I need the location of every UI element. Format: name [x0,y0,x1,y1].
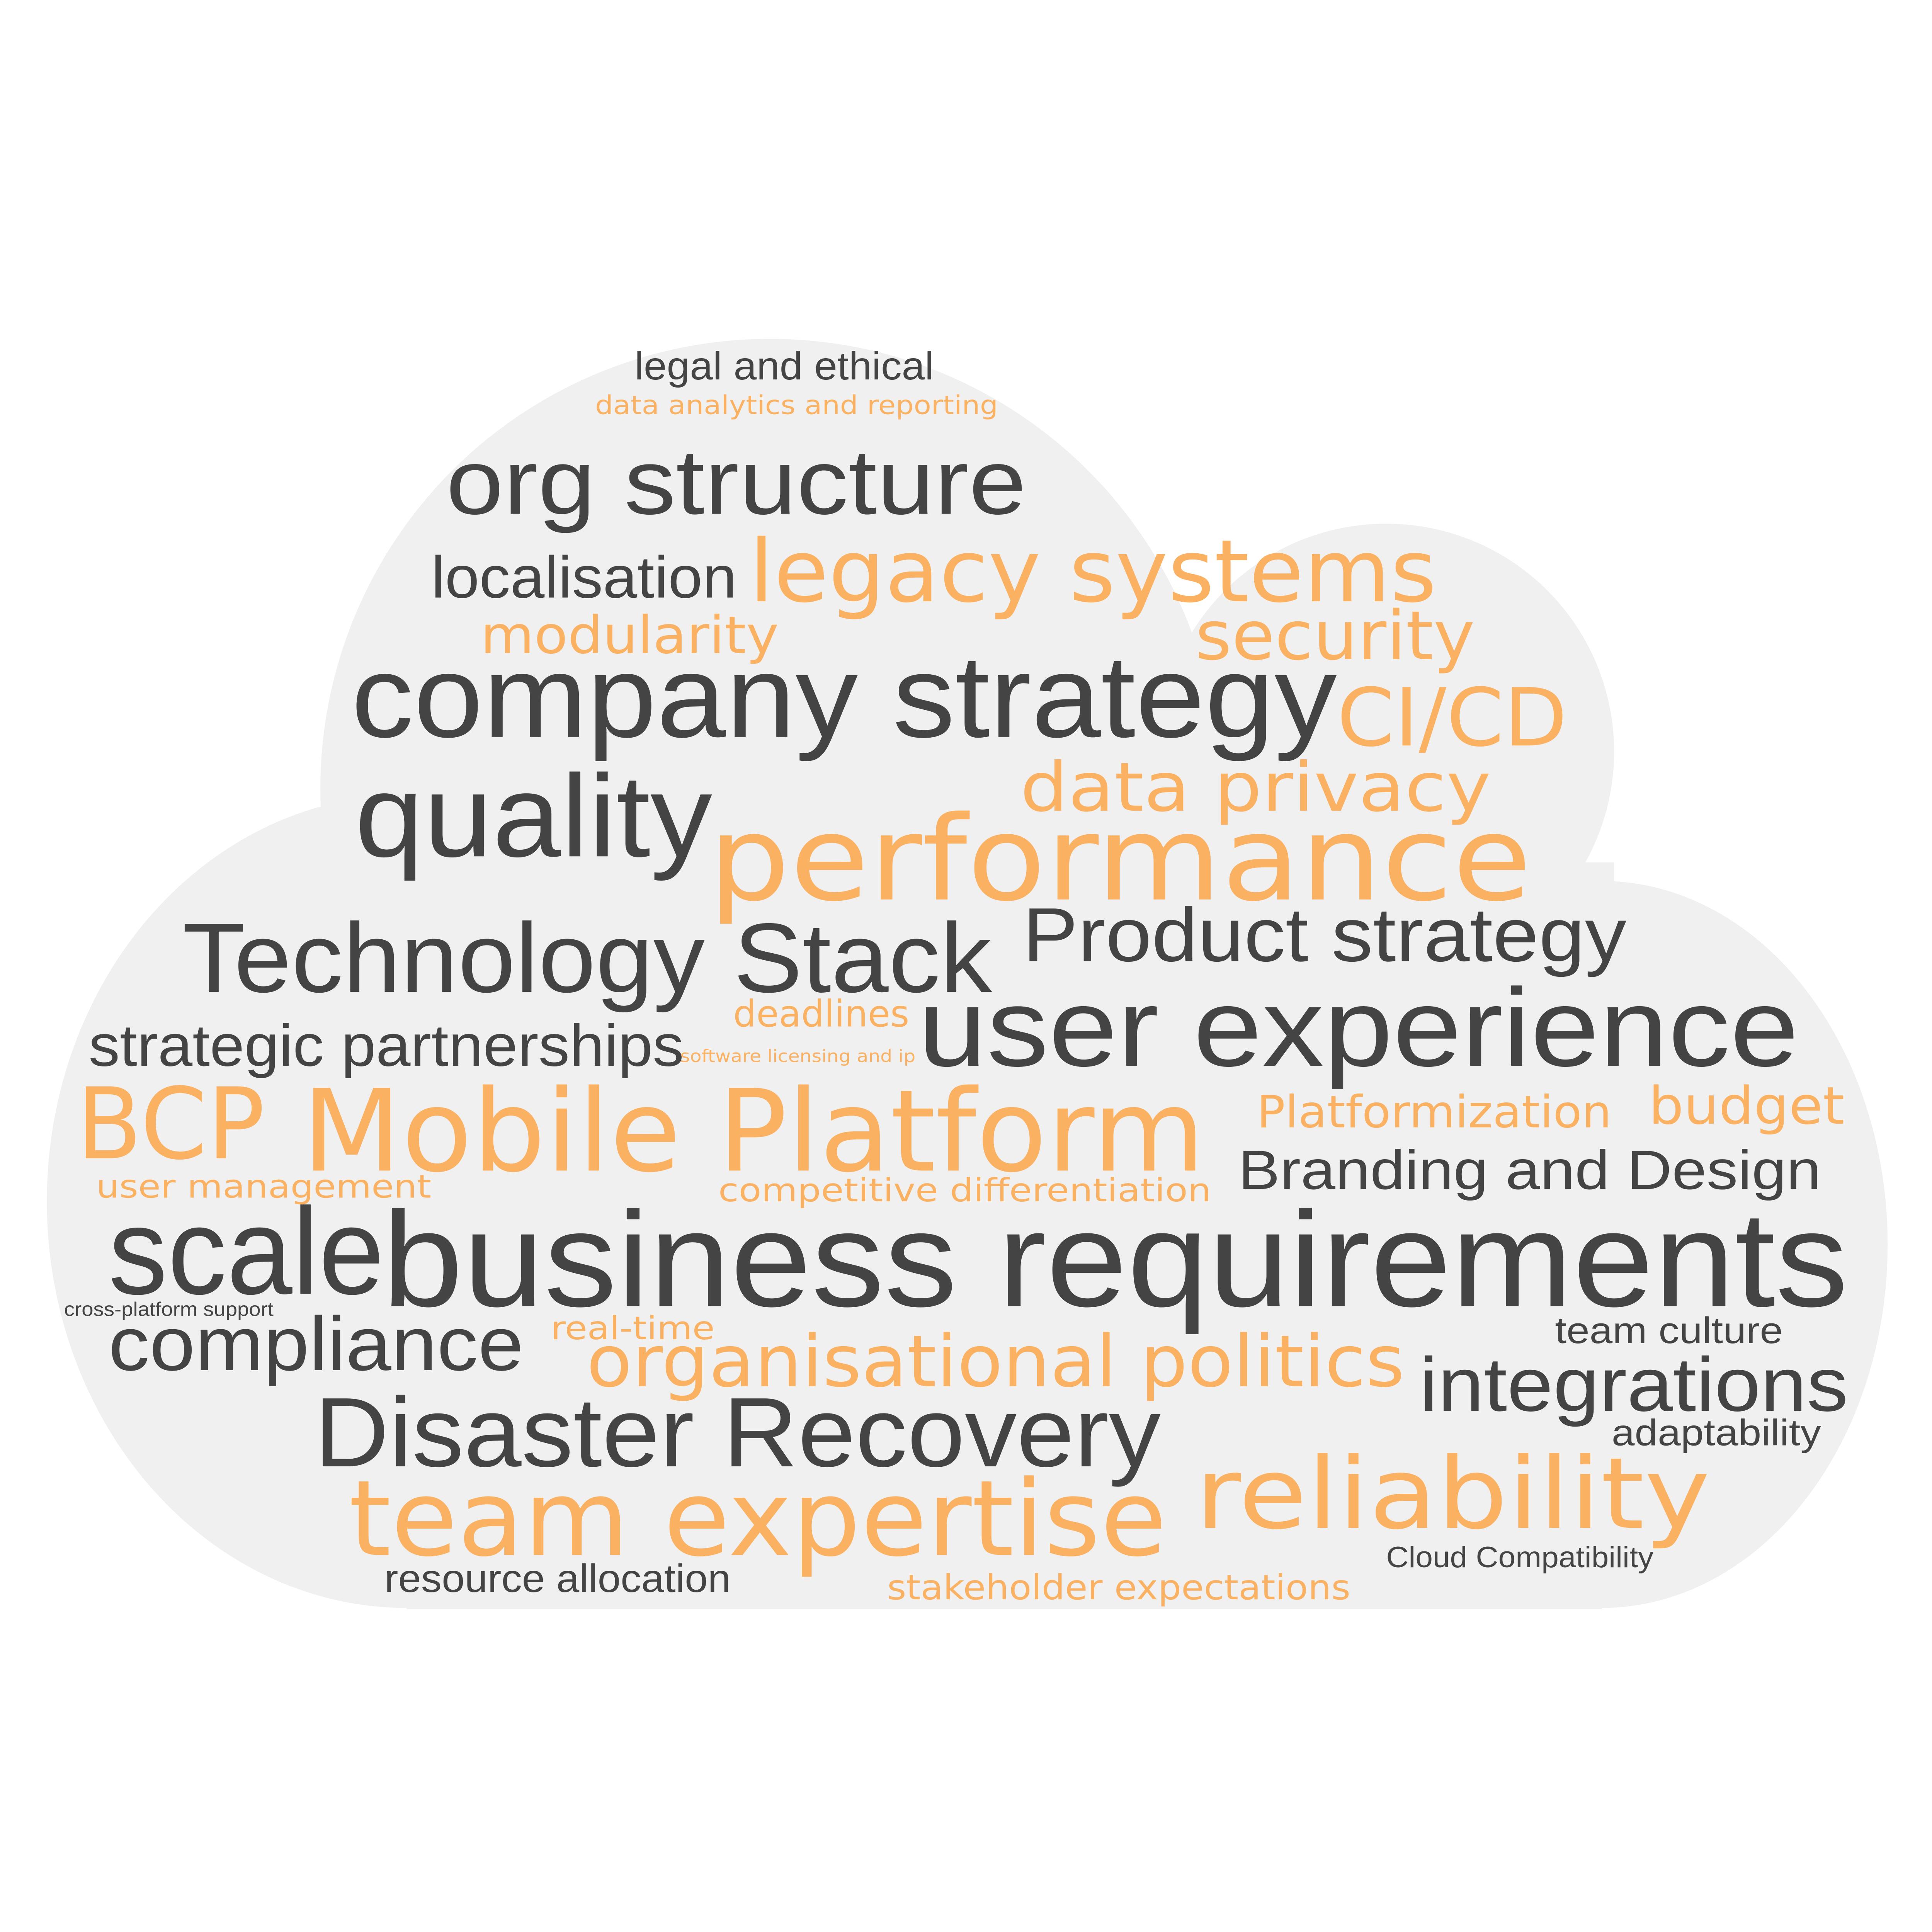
word: legacy systems [749,521,1437,622]
cloud-shape [47,338,1888,1609]
word: CI/CD [1337,671,1567,764]
word: budget [1649,1076,1845,1136]
word: team culture [1555,1310,1783,1351]
word: compliance [109,1301,524,1386]
word: scale [109,1182,384,1320]
word: modularity [481,605,779,665]
word: organisational politics [587,1320,1405,1403]
word: legal and ethical [634,344,934,388]
word: quality [355,751,712,882]
word: adaptability [1612,1412,1821,1453]
word: Disaster Recovery [314,1378,1161,1488]
word: business requirements [382,1184,1849,1336]
word: team expertise [349,1458,1167,1580]
word: competitive differentiation [718,1172,1211,1209]
word: user experience [918,965,1799,1090]
word: performance [709,791,1532,927]
word: company strategy [351,631,1337,762]
word: Technology Stack [182,903,992,1013]
word: reliability [1195,1437,1710,1551]
word: integrations [1419,1342,1848,1427]
word: Cloud Compatibility [1386,1541,1654,1574]
word: localisation [431,544,737,611]
word: deadlines [733,992,909,1035]
word: Platformization [1257,1087,1612,1138]
word: org structure [446,430,1026,534]
word: data privacy [1020,748,1491,827]
word: stakeholder expectations [887,1568,1350,1608]
word: user management [96,1168,431,1205]
word: Product strategy [1023,892,1627,977]
words: legal and ethical data analytics and rep… [64,344,1848,1608]
word: real-time [551,1310,714,1347]
word: security [1195,597,1475,675]
word: Branding and Design [1238,1139,1821,1201]
word: cross-platform support [64,1298,274,1320]
word: BCP [77,1067,265,1182]
word: strategic partnerships [89,1012,684,1078]
word: software licensing and ip [680,1046,915,1066]
word: resource allocation [384,1556,731,1600]
word: data analytics and reporting [595,390,998,420]
word: Mobile Platform [302,1066,1205,1197]
